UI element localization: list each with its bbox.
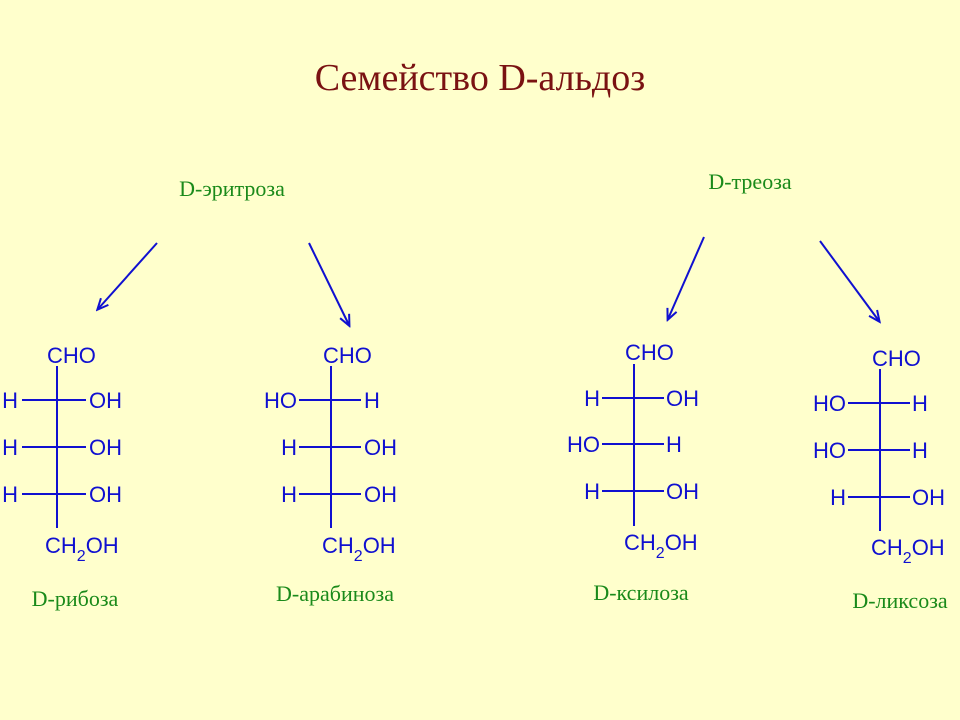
parent-label-threose: D-треоза — [708, 169, 792, 194]
left-substituent: H — [830, 485, 846, 510]
parent-label-erythrose: D-эритроза — [179, 176, 285, 201]
left-substituent: H — [584, 386, 600, 411]
sugar-name-arabinose: D-арабиноза — [276, 581, 394, 606]
sugar-name-ribose: D-рибоза — [32, 586, 119, 611]
right-substituent: OH — [666, 386, 699, 411]
fischer-projection-arabinose: CHO HO H H OH H OH CH2OH — [264, 343, 397, 565]
left-substituent: HO — [813, 391, 846, 416]
right-substituent: OH — [364, 482, 397, 507]
fischer-projection-lyxose: CHO HO H HO H H OH CH2OH — [813, 346, 945, 567]
arrow-threose-to-lyxose — [819, 240, 879, 321]
group-ch2oh: CH2OH — [624, 530, 698, 562]
arrow-threose-to-xylose — [668, 236, 705, 319]
sugar-name-xylose: D-ксилоза — [593, 580, 689, 605]
right-substituent: OH — [666, 479, 699, 504]
left-substituent: H — [2, 435, 18, 460]
right-substituent: OH — [912, 485, 945, 510]
arrows — [98, 236, 879, 325]
fischer-projection-xylose: CHO H OH HO H H OH CH2OH — [567, 340, 699, 562]
right-substituent: H — [666, 432, 682, 457]
right-substituent: OH — [89, 435, 122, 460]
right-substituent: H — [364, 388, 380, 413]
sugar-name-lyxose: D-ликсоза — [852, 588, 948, 613]
left-substituent: H — [584, 479, 600, 504]
left-substituent: H — [281, 482, 297, 507]
left-substituent: HO — [567, 432, 600, 457]
group-cho: CHO — [625, 340, 674, 365]
arrow-erythrose-to-ribose — [98, 242, 158, 309]
group-ch2oh: CH2OH — [322, 533, 396, 565]
arrow-erythrose-to-arabinose — [308, 242, 349, 325]
right-substituent: H — [912, 438, 928, 463]
right-substituent: OH — [364, 435, 397, 460]
right-substituent: OH — [89, 482, 122, 507]
right-substituent: OH — [89, 388, 122, 413]
left-substituent: H — [2, 482, 18, 507]
fischer-projection-ribose: CHO H OH H OH H OH CH2OH — [2, 343, 122, 565]
left-substituent: H — [2, 388, 18, 413]
group-ch2oh: CH2OH — [45, 533, 119, 565]
group-cho: CHO — [872, 346, 921, 371]
group-ch2oh: CH2OH — [871, 535, 945, 567]
right-substituent: H — [912, 391, 928, 416]
group-cho: CHO — [47, 343, 96, 368]
left-substituent: H — [281, 435, 297, 460]
group-cho: CHO — [323, 343, 372, 368]
left-substituent: HO — [813, 438, 846, 463]
left-substituent: HO — [264, 388, 297, 413]
slide-title: Семейство D-альдоз — [315, 57, 646, 99]
